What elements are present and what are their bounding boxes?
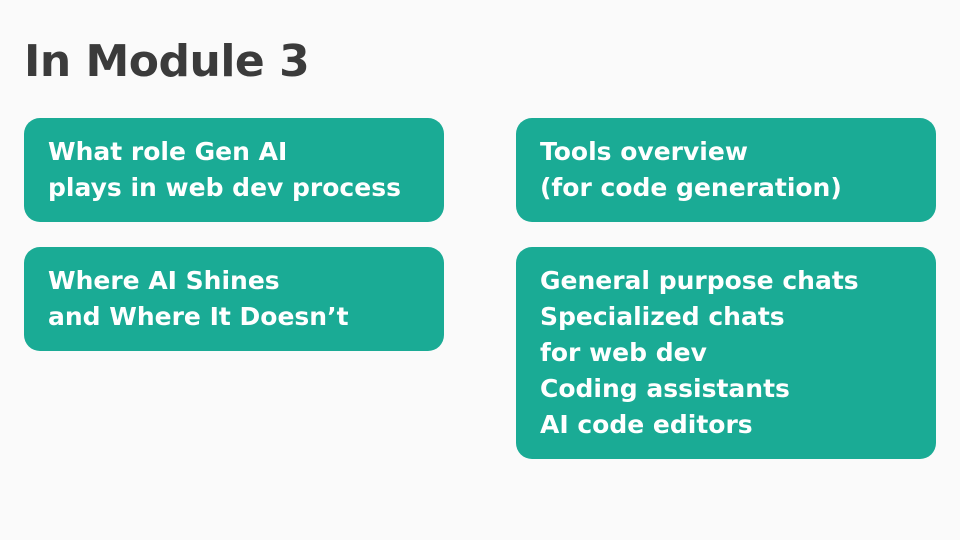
card-text-line: Where AI Shines bbox=[48, 266, 280, 295]
card-text-line: Coding assistants bbox=[540, 374, 790, 403]
card-text-line: plays in web dev process bbox=[48, 173, 401, 202]
topic-card-tool-types: General purpose chats Specialized chats … bbox=[516, 247, 936, 459]
card-text-line: General purpose chats bbox=[540, 266, 859, 295]
slide-title: In Module 3 bbox=[24, 36, 310, 87]
card-text-line: Tools overview bbox=[540, 137, 748, 166]
topic-card-tools-overview: Tools overview (for code generation) bbox=[516, 118, 936, 222]
card-text-line: Specialized chats bbox=[540, 302, 785, 331]
topic-card-ai-shines: Where AI Shines and Where It Doesn’t bbox=[24, 247, 444, 351]
card-text-line: AI code editors bbox=[540, 410, 753, 439]
card-text-line: (for code generation) bbox=[540, 173, 842, 202]
topic-card-gen-ai-role: What role Gen AI plays in web dev proces… bbox=[24, 118, 444, 222]
card-text-line: What role Gen AI bbox=[48, 137, 288, 166]
card-text-line: for web dev bbox=[540, 338, 707, 367]
card-text-line: and Where It Doesn’t bbox=[48, 302, 349, 331]
